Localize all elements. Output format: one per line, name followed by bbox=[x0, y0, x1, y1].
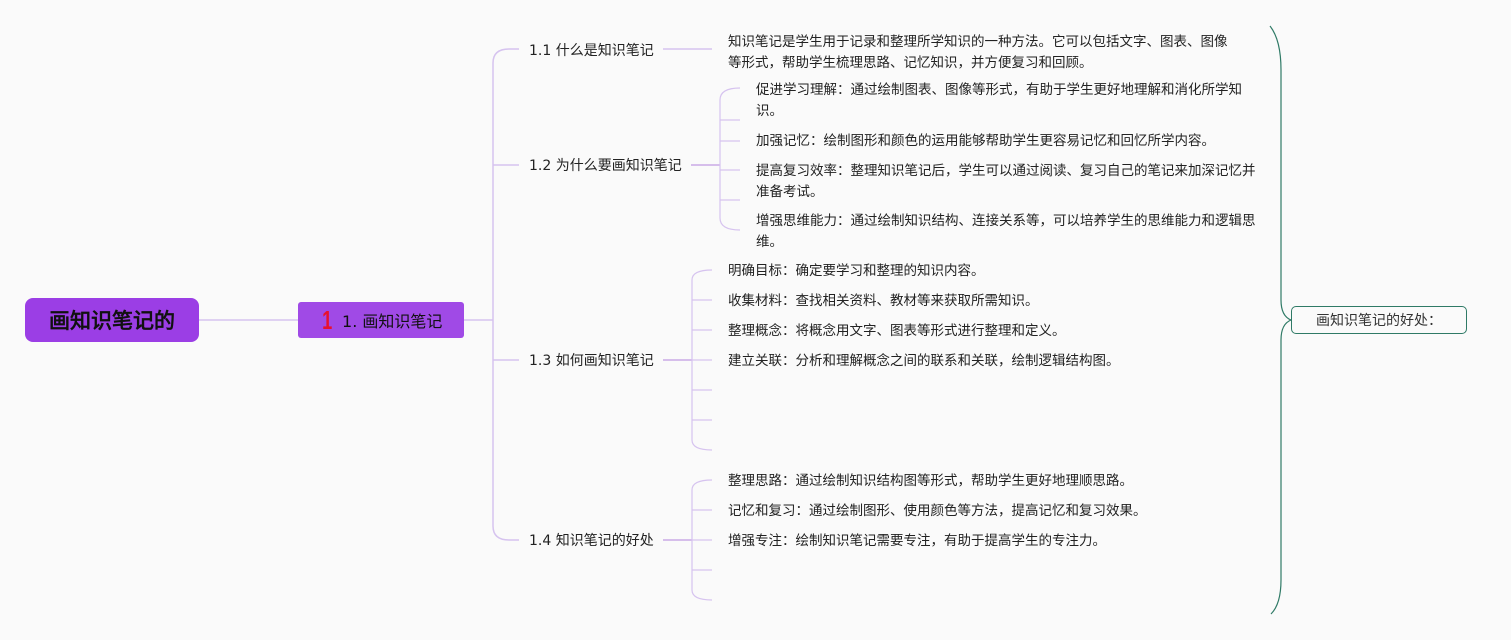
leaf-text: 增强专注：绘制知识笔记需要专注，有助于提高学生的专注力。 bbox=[728, 533, 1106, 549]
subtopic-label: 1.2 为什么要画知识笔记 bbox=[529, 158, 682, 174]
summary-bracket bbox=[1269, 25, 1293, 615]
subtopic-label: 1.3 如何画知识笔记 bbox=[529, 353, 654, 369]
leaf-why-3[interactable]: 提高复习效率：整理知识笔记后，学生可以通过阅读、复习自己的笔记来加深记忆并准备考… bbox=[756, 161, 1256, 203]
leaf-text: 建立关联：分析和理解概念之间的联系和关联，绘制逻辑结构图。 bbox=[728, 353, 1120, 369]
leaf-text: 明确目标：确定要学习和整理的知识内容。 bbox=[728, 263, 985, 279]
leaf-how-1[interactable]: 明确目标：确定要学习和整理的知识内容。 bbox=[728, 261, 985, 282]
main-topic-label: 1. 画知识笔记 bbox=[342, 312, 443, 331]
subtopic-benefits[interactable]: 1.4 知识笔记的好处 bbox=[529, 532, 654, 550]
leaf-how-3[interactable]: 整理概念：将概念用文字、图表等形式进行整理和定义。 bbox=[728, 321, 1066, 342]
leaf-text: 增强思维能力：通过绘制知识结构、连接关系等，可以培养学生的思维能力和逻辑思维。 bbox=[756, 213, 1256, 250]
main-topic[interactable]: 1 1. 画知识笔记 bbox=[298, 302, 464, 338]
leaf-text: 促进学习理解：通过绘制图表、图像等形式，有助于学生更好地理解和消化所学知识。 bbox=[756, 82, 1242, 119]
connector-spine bbox=[492, 48, 510, 541]
connector-bracket-1-2 bbox=[719, 87, 741, 231]
leaf-definition[interactable]: 知识笔记是学生用于记录和整理所学知识的一种方法。它可以包括文字、图表、图像等形式… bbox=[728, 32, 1228, 74]
leaf-why-4[interactable]: 增强思维能力：通过绘制知识结构、连接关系等，可以培养学生的思维能力和逻辑思维。 bbox=[756, 211, 1256, 253]
leaf-text: 整理思路：通过绘制知识结构图等形式，帮助学生更好地理顺思路。 bbox=[728, 473, 1133, 489]
leaf-text: 提高复习效率：整理知识笔记后，学生可以通过阅读、复习自己的笔记来加深记忆并准备考… bbox=[756, 163, 1256, 200]
root-topic[interactable]: 画知识笔记的 bbox=[25, 298, 199, 342]
root-topic-label: 画知识笔记的 bbox=[49, 309, 175, 333]
subtopic-what-is[interactable]: 1.1 什么是知识笔记 bbox=[529, 42, 654, 60]
leaf-text: 整理概念：将概念用文字、图表等形式进行整理和定义。 bbox=[728, 323, 1066, 339]
summary-label: 画知识笔记的好处： bbox=[1316, 313, 1442, 329]
summary-topic[interactable]: 画知识笔记的好处： bbox=[1291, 306, 1467, 334]
leaf-benefit-3[interactable]: 增强专注：绘制知识笔记需要专注，有助于提高学生的专注力。 bbox=[728, 531, 1106, 552]
subtopic-why[interactable]: 1.2 为什么要画知识笔记 bbox=[529, 157, 682, 175]
leaf-how-2[interactable]: 收集材料：查找相关资料、教材等来获取所需知识。 bbox=[728, 291, 1039, 312]
leaf-benefit-2[interactable]: 记忆和复习：通过绘制图形、使用颜色等方法，提高记忆和复习效果。 bbox=[728, 501, 1147, 522]
leaf-text: 记忆和复习：通过绘制图形、使用颜色等方法，提高记忆和复习效果。 bbox=[728, 503, 1147, 519]
leaf-benefit-1[interactable]: 整理思路：通过绘制知识结构图等形式，帮助学生更好地理顺思路。 bbox=[728, 471, 1133, 492]
subtopic-label: 1.1 什么是知识笔记 bbox=[529, 43, 654, 59]
leaf-text: 知识笔记是学生用于记录和整理所学知识的一种方法。它可以包括文字、图表、图像等形式… bbox=[728, 34, 1228, 71]
leaf-how-4[interactable]: 建立关联：分析和理解概念之间的联系和关联，绘制逻辑结构图。 bbox=[728, 351, 1120, 372]
leaf-text: 收集材料：查找相关资料、教材等来获取所需知识。 bbox=[728, 293, 1039, 309]
leaf-text: 加强记忆：绘制图形和颜色的运用能够帮助学生更容易记忆和回忆所学内容。 bbox=[756, 133, 1215, 149]
leaf-why-1[interactable]: 促进学习理解：通过绘制图表、图像等形式，有助于学生更好地理解和消化所学知识。 bbox=[756, 80, 1256, 122]
subtopic-label: 1.4 知识笔记的好处 bbox=[529, 533, 654, 549]
leaf-why-2[interactable]: 加强记忆：绘制图形和颜色的运用能够帮助学生更容易记忆和回忆所学内容。 bbox=[756, 131, 1256, 152]
subtopic-how[interactable]: 1.3 如何画知识笔记 bbox=[529, 352, 654, 370]
priority-number-icon: 1 bbox=[321, 305, 332, 335]
